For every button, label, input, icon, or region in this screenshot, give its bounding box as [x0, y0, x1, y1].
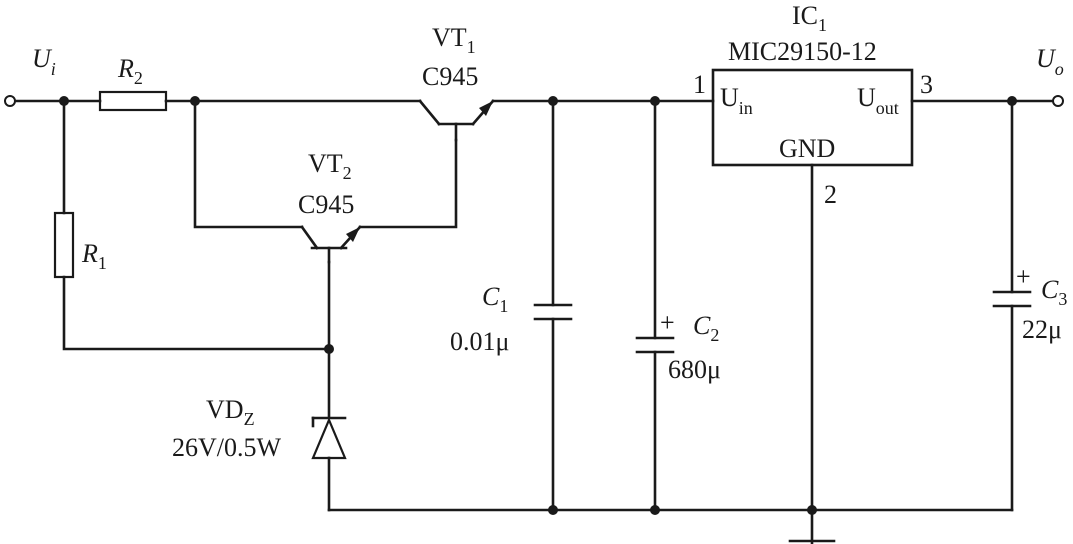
junction-dots: [59, 96, 1017, 515]
vt1-part: C945: [422, 62, 478, 91]
ic1-gnd-label: GND: [779, 134, 835, 163]
junction-dot: [548, 96, 558, 106]
ic1-pin2: 2: [824, 180, 837, 209]
junction-dot: [650, 505, 660, 515]
junction-dot: [548, 505, 558, 515]
output-terminal: [1052, 95, 1064, 107]
junction-dot: [1007, 96, 1017, 106]
r1-label: R1: [81, 239, 107, 273]
vt2-name: VT2: [308, 149, 352, 183]
junction-dot: [59, 96, 69, 106]
ic1-pin1: 1: [693, 70, 706, 99]
vt2-part: C945: [298, 190, 354, 219]
capacitor-c2: + C2 680μ: [635, 308, 721, 384]
regulator-ic1: IC1 MIC29150-12 Uin Uout GND 1 3 2: [693, 1, 933, 209]
c2-label: C2: [693, 311, 719, 345]
c2-value: 680μ: [668, 355, 721, 384]
c1-value: 0.01μ: [450, 327, 509, 356]
r2-label: R2: [117, 54, 143, 88]
wires: [13, 99, 1055, 544]
zener-diode-vdz: VDZ 26V/0.5W: [172, 395, 347, 462]
c2-polarity: +: [660, 308, 675, 337]
transistor-vt1: VT1 C945: [418, 23, 495, 142]
ic1-pin-out-label: Uout: [857, 83, 899, 118]
junction-dot: [324, 344, 334, 354]
junction-dot: [190, 96, 200, 106]
input-label: Ui: [32, 44, 56, 79]
resistor-r1: R1: [53, 211, 107, 279]
output-label: Uo: [1036, 44, 1064, 79]
capacitor-c1: C1 0.01μ: [450, 282, 573, 356]
capacitor-c3: + C3 22μ: [992, 262, 1067, 344]
transistor-vt2: VT2 C945: [298, 149, 362, 264]
junction-dot: [807, 505, 817, 515]
input-terminal: [4, 95, 16, 107]
junction-dot: [650, 96, 660, 106]
vdz-value: 26V/0.5W: [172, 433, 282, 462]
ic1-pin3: 3: [920, 70, 933, 99]
ic1-pin-in-label: Uin: [720, 83, 753, 118]
resistor-r2: R2: [98, 54, 168, 112]
ic1-part: MIC29150-12: [728, 37, 877, 66]
vdz-name: VDZ: [206, 395, 255, 429]
c3-label: C3: [1041, 275, 1067, 309]
c3-value: 22μ: [1022, 315, 1062, 344]
c3-polarity: +: [1016, 262, 1031, 291]
c1-label: C1: [482, 282, 508, 316]
vt1-name: VT1: [432, 23, 476, 57]
ic1-name: IC1: [792, 1, 827, 35]
